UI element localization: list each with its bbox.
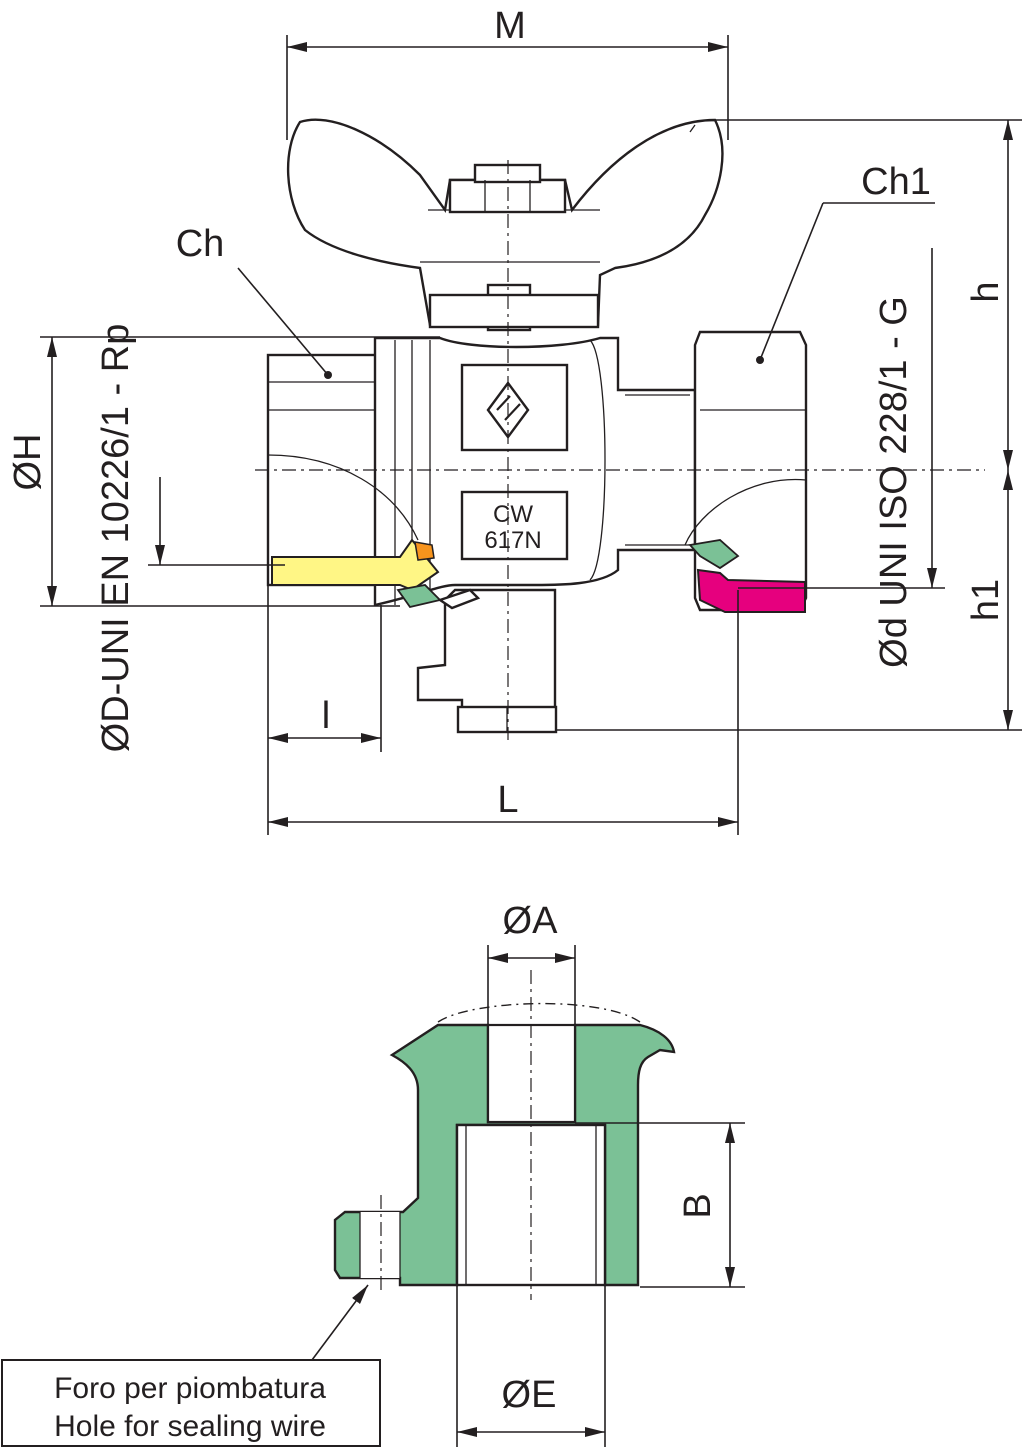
- label-Od: Ød UNI ISO 228/1 - G: [873, 296, 915, 668]
- note-line-2: Hole for sealing wire: [54, 1410, 326, 1443]
- logo-plate: [460, 363, 569, 452]
- label-h1: h1: [965, 579, 1007, 621]
- cap-section-view: [333, 970, 676, 1300]
- label-OH: ØH: [7, 434, 49, 491]
- note-box: [1, 1359, 381, 1447]
- label-OA: ØA: [503, 900, 559, 942]
- valve-body: [373, 336, 697, 607]
- label-h: h: [965, 281, 1007, 302]
- material-plate: [460, 490, 569, 561]
- drain-cap: [416, 588, 557, 710]
- label-OE: ØE: [502, 1374, 557, 1416]
- label-M: M: [494, 5, 526, 47]
- label-Ch1: Ch1: [861, 161, 931, 203]
- label-B: B: [677, 1193, 719, 1218]
- dimensions-top: [40, 35, 1022, 835]
- logo-icon: [486, 380, 530, 440]
- label-OD: ØD-UNI EN 10226/1 - Rp: [95, 324, 137, 753]
- valve-side-view: [255, 118, 985, 740]
- seal-green-left: [396, 584, 442, 609]
- dimensions-bottom: [311, 945, 745, 1447]
- label-L: L: [497, 779, 518, 821]
- label-l: l: [322, 695, 330, 737]
- seal-orange: [414, 541, 435, 561]
- cap-section-green: [333, 1023, 676, 1287]
- label-cw-2: 617N: [484, 527, 541, 554]
- label-cw-1: CW: [493, 501, 533, 528]
- label-Ch: Ch: [176, 223, 225, 265]
- note-line-1: Foro per piombatura: [54, 1372, 326, 1405]
- butterfly-handle: [286, 118, 724, 327]
- seal-green-right: [688, 539, 740, 570]
- thread-magenta: [696, 568, 806, 613]
- thread-yellow: [271, 538, 440, 592]
- right-hex-nut: [693, 330, 808, 612]
